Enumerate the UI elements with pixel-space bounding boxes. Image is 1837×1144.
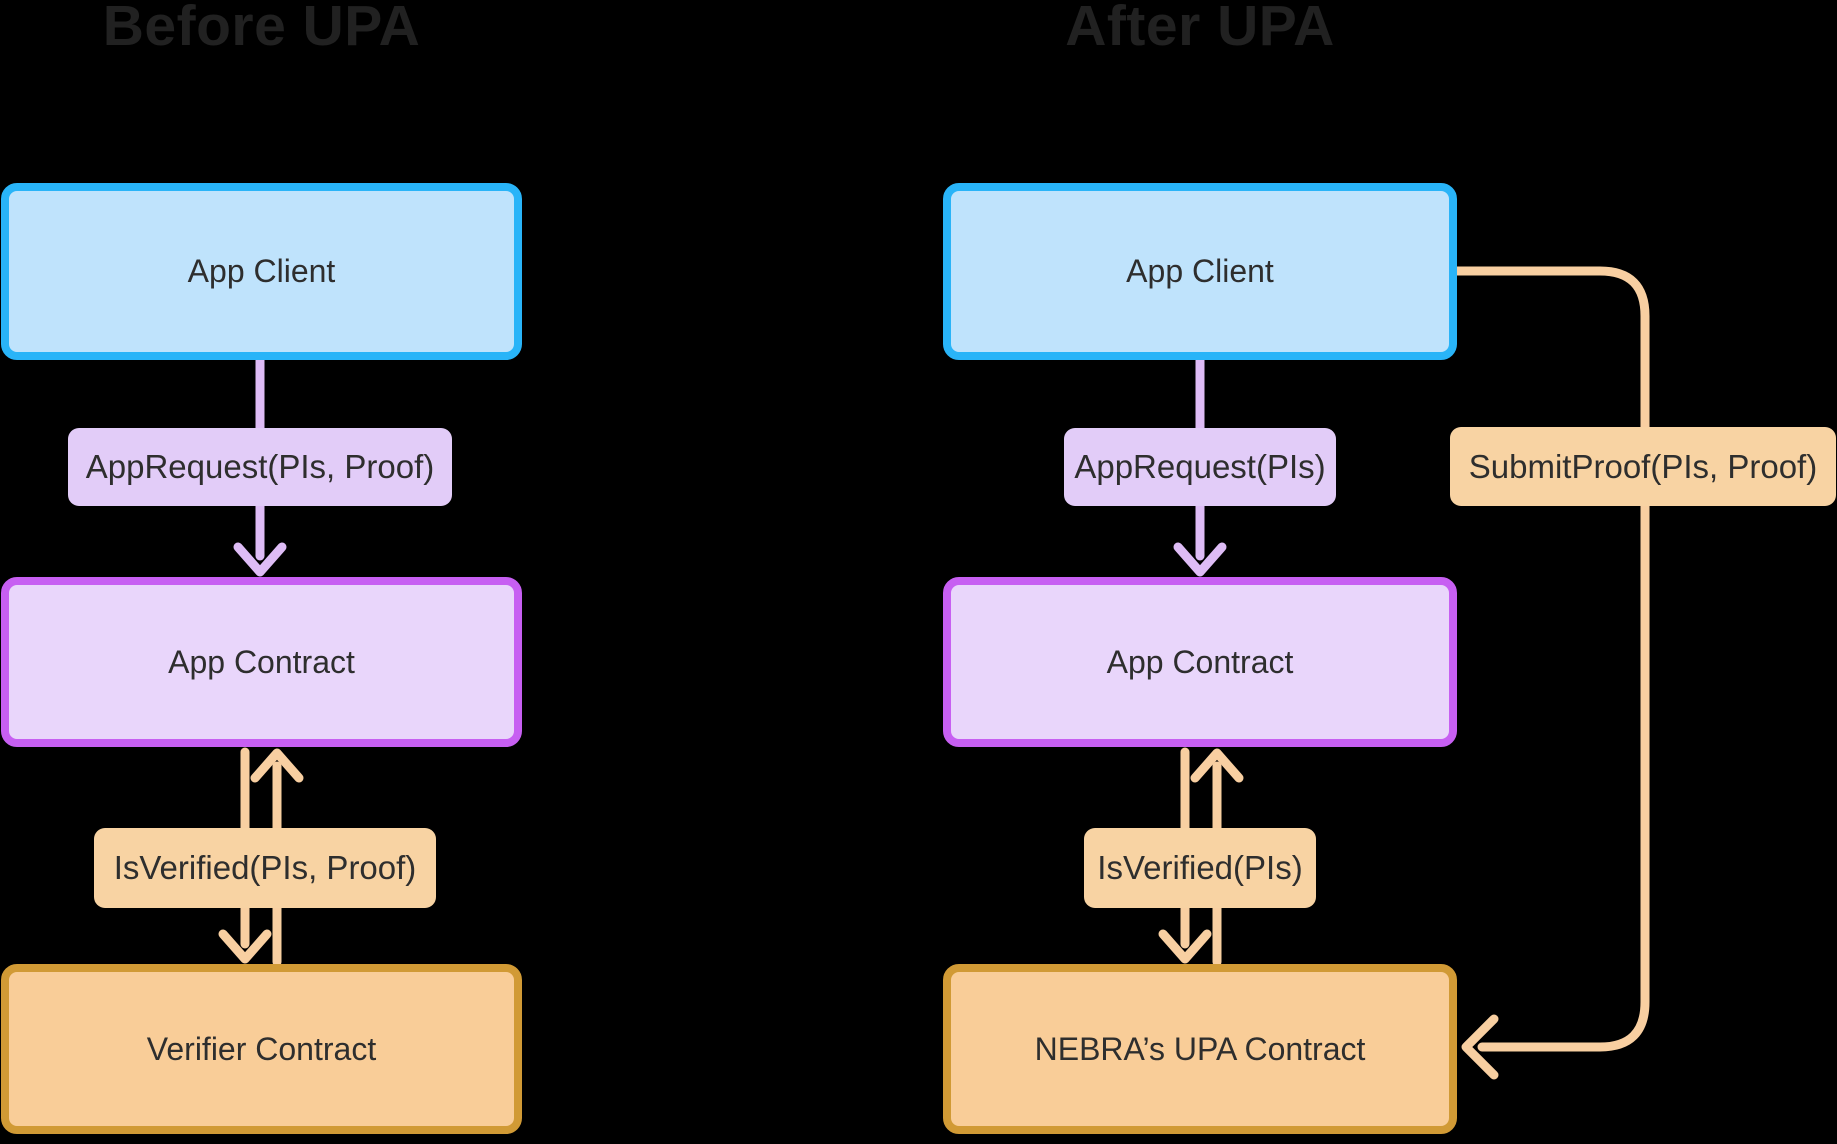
after-upa-contract-label: NEBRA’s UPA Contract <box>1034 1030 1366 1067</box>
after-is-verified-pill: IsVerified(PIs) <box>1084 828 1316 908</box>
after-app-request-text: AppRequest(PIs) <box>1074 448 1326 485</box>
after-app-client-box: App Client <box>943 183 1457 360</box>
before-app-request-text: AppRequest(PIs, Proof) <box>85 448 435 485</box>
before-verifier-contract-box: Verifier Contract <box>1 964 522 1134</box>
before-app-request-pill: AppRequest(PIs, Proof) <box>68 428 452 506</box>
after-submit-proof-pill: SubmitProof(PIs, Proof) <box>1450 427 1836 506</box>
after-app-request-pill: AppRequest(PIs) <box>1064 428 1336 506</box>
before-app-client-label: App Client <box>187 253 336 289</box>
before-app-client-box: App Client <box>1 183 522 360</box>
after-submit-proof-text: SubmitProof(PIs, Proof) <box>1468 447 1818 485</box>
after-upa-contract-box: NEBRA’s UPA Contract <box>943 964 1457 1134</box>
after-is-verified-text: IsVerified(PIs) <box>1097 849 1303 886</box>
after-submit-proof-arrow <box>1452 266 1650 1080</box>
after-app-contract-box: App Contract <box>943 577 1457 747</box>
before-is-verified-text: IsVerified(PIs, Proof) <box>113 849 417 886</box>
before-upa-title: Before UPA <box>102 0 421 58</box>
after-upa-title: After UPA <box>1065 0 1335 58</box>
after-app-contract-label: App Contract <box>1106 643 1294 680</box>
before-app-contract-label: App Contract <box>168 643 355 680</box>
before-verifier-contract-label: Verifier Contract <box>146 1030 377 1067</box>
before-app-contract-box: App Contract <box>1 577 522 747</box>
before-is-verified-pill: IsVerified(PIs, Proof) <box>94 828 436 908</box>
after-app-client-label: App Client <box>1126 253 1274 289</box>
